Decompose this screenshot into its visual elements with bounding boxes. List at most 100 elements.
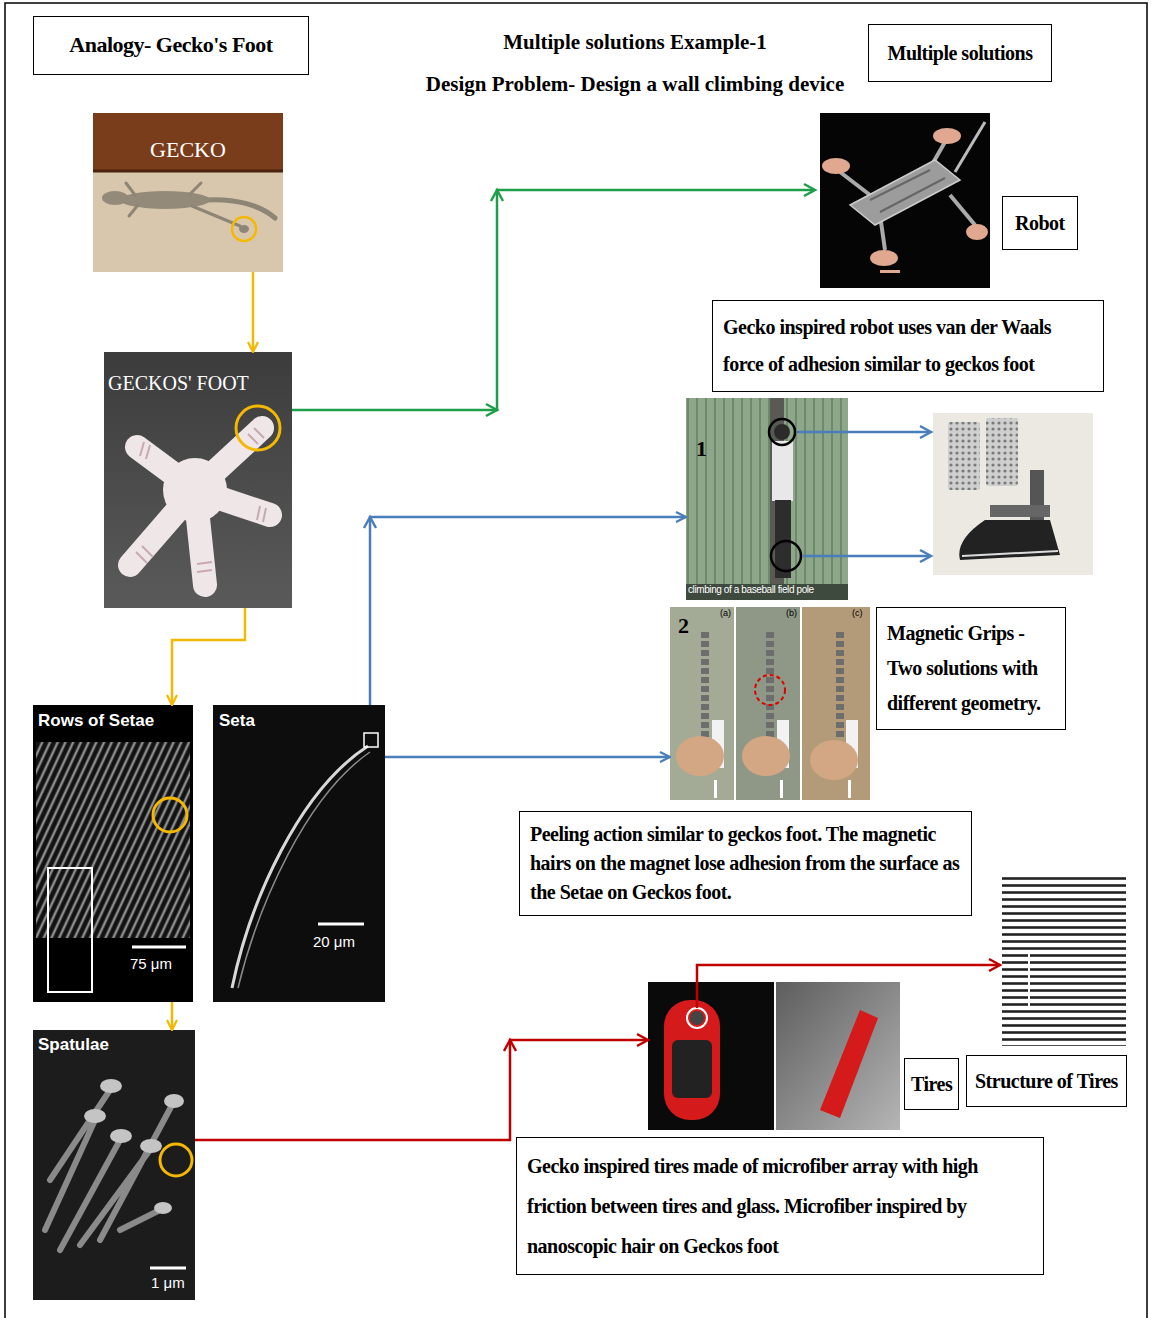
callout-number: 1: [696, 436, 707, 461]
flow-arrow: [385, 756, 670, 759]
shoe-grip-photo: [990, 505, 1050, 517]
robot-photo: [933, 128, 961, 144]
seta-micrograph: [318, 923, 364, 926]
shoe-grip-photo: [962, 551, 1058, 556]
scale-label: 75 μm: [130, 955, 172, 972]
gecko-foot-photo: [104, 352, 292, 608]
gecko-photo: [232, 217, 256, 241]
climbing-photo-panel: 1 climbing of a baseball field pole: [686, 398, 848, 600]
seta-micrograph: [232, 746, 368, 988]
robot-photo: [955, 122, 985, 172]
magnetic-grip-photo: [848, 780, 851, 798]
micrograph-title: Rows of Setae: [38, 711, 154, 731]
robot-photo: [880, 270, 900, 273]
text-box: Peeling action similar to geckos foot. T…: [519, 811, 972, 916]
tire-car-photo: [820, 1010, 878, 1118]
gecko-foot-photo: [163, 458, 227, 522]
pole-climbing-photo: [686, 398, 848, 600]
panel-letter: (c): [852, 608, 863, 618]
page-frame: [5, 3, 1147, 1318]
gecko-photo: [93, 113, 283, 272]
red-arrow: [504, 1040, 516, 1051]
gecko-photo: [102, 191, 128, 205]
photo-caption: GECKOS' FOOT: [108, 372, 249, 395]
blue-arrow: [797, 431, 929, 434]
gecko-photo: [93, 113, 283, 171]
shoe-grip-photo: [948, 422, 980, 490]
pole-climbing-photo: [774, 424, 790, 440]
gecko-photo: [93, 170, 283, 173]
spatulae-micrograph: [160, 1144, 192, 1176]
magnetic-grip-photo: [780, 780, 783, 798]
pole-climbing-photo: [686, 398, 848, 600]
spatulae-micrograph: [150, 1267, 186, 1270]
setae-rows-micrograph: [36, 742, 190, 938]
seta-micrograph: [364, 733, 378, 747]
text-box: Gecko inspired tires made of microfiber …: [516, 1137, 1044, 1275]
seta-micrograph: [213, 705, 385, 1002]
box-text: Magnetic Grips - Two solutions with diff…: [887, 616, 1055, 721]
tire-car-photo: [664, 1000, 720, 1120]
design-problem: Design Problem- Design a wall climbing d…: [335, 72, 935, 97]
spatulae-micrograph: [110, 1129, 132, 1143]
tire-structure-image: [1028, 950, 1030, 1010]
gecko-foot-photo: [236, 406, 280, 450]
photo-caption: climbing of a baseball field pole: [688, 584, 846, 596]
pole-climbing-photo: [686, 584, 848, 600]
robot-photo: [820, 113, 990, 288]
spatulae-micrograph: [33, 1030, 195, 1300]
blue-arrow: [920, 550, 931, 562]
shoe-grip-photo: [933, 413, 1093, 575]
gecko-photo-panel: GECKO: [93, 113, 283, 272]
heading-box: Analogy- Gecko's Foot: [33, 16, 309, 75]
gecko-foot-photo: [136, 428, 266, 572]
pole-climbing-photo: [769, 419, 795, 445]
spatulae-micrograph: [100, 1079, 122, 1093]
grip-photo-panel: 2(a)(b)(c): [670, 607, 870, 800]
tire-structure-image: [1002, 874, 1126, 1046]
text-box: Magnetic Grips - Two solutions with diff…: [876, 607, 1066, 730]
red-arrow: [195, 959, 1000, 1140]
red-arrow: [637, 1034, 648, 1046]
box-text: Gecko inspired tires made of microfiber …: [527, 1146, 1033, 1266]
pole-climbing-photo: [775, 500, 791, 578]
micrograph-title: Spatulae: [38, 1035, 109, 1055]
spatulae-micrograph: [164, 1094, 184, 1108]
red-arrow: [195, 1040, 646, 1140]
text-box: Tires: [904, 1058, 959, 1110]
spatulae-micrograph: [84, 1109, 106, 1123]
gecko-foot-photo: [130, 428, 270, 585]
magnetic-grip-photo: [705, 632, 840, 738]
red-arrow: [989, 959, 1000, 971]
tire-car-photo: [648, 982, 774, 1130]
pole-climbing-photo: [772, 441, 793, 501]
robot-photo: [966, 224, 988, 240]
spatulae-micrograph: [140, 1139, 162, 1153]
gecko-foot-panel: GECKOS' FOOT: [104, 352, 292, 608]
scale-label: 20 μm: [313, 933, 355, 950]
magnetic-grip-photo: [676, 736, 724, 776]
heading-box: Multiple solutions: [868, 24, 1052, 82]
pole-climbing-photo: [771, 541, 801, 571]
blue-arrow: [920, 426, 931, 438]
tire-car-photo: [672, 1040, 712, 1098]
flow-arrow: [172, 608, 245, 705]
micrograph-panel: Seta20 μm: [213, 705, 385, 1002]
spatulae-micrograph: [45, 1090, 172, 1250]
panel-letter: (a): [720, 608, 731, 618]
seta-micrograph: [213, 705, 385, 1002]
scale-label: 1 μm: [151, 1274, 185, 1291]
tire-car-photo: [690, 1011, 704, 1025]
shoe-grip-photo: [959, 520, 1060, 560]
robot-photo: [840, 142, 975, 250]
box-text: Tires: [911, 1071, 952, 1097]
magnetic-grip-photo: [714, 780, 717, 798]
box-text: Robot: [1015, 210, 1065, 236]
red-arrow: [697, 965, 998, 1008]
setae-rows-micrograph: [132, 946, 186, 949]
seta-micrograph: [238, 752, 370, 988]
text-box: Robot: [1002, 196, 1078, 250]
shoe-grip-photo: [933, 413, 1093, 575]
